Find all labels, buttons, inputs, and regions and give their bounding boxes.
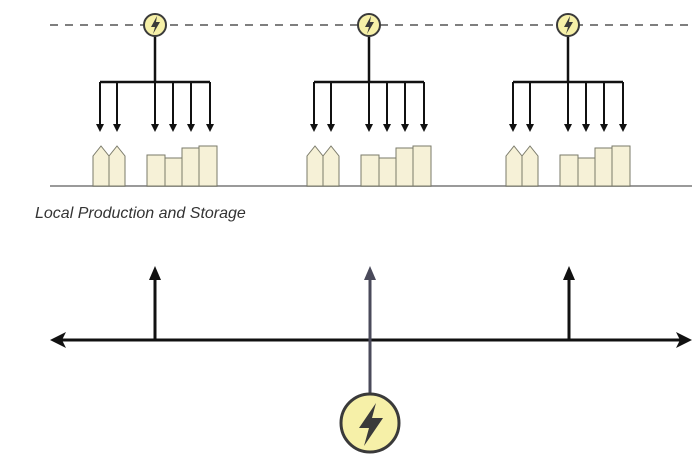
house-icon	[505, 145, 539, 187]
house-icon	[92, 145, 126, 187]
storage-block-icon	[146, 145, 218, 187]
lightning-bolt-icon	[357, 13, 381, 37]
branch-arrows	[96, 82, 214, 132]
storage-block-icon	[360, 145, 432, 187]
feeder-arrow-right	[563, 266, 575, 340]
branch-arrows	[310, 82, 428, 132]
house-icon	[306, 145, 340, 187]
local-node-1	[92, 13, 218, 187]
lightning-bolt-icon	[359, 403, 383, 446]
arrow-left-icon	[50, 332, 66, 348]
storage-block-icon	[559, 145, 631, 187]
lightning-bolt-icon	[556, 13, 580, 37]
feeder-arrow-center	[364, 266, 376, 395]
local-node-2	[306, 13, 432, 187]
arrow-right-icon	[676, 332, 692, 348]
feeder-arrow-left	[149, 266, 161, 340]
branch-arrows	[509, 82, 627, 132]
section-caption: Local Production and Storage	[35, 205, 246, 222]
central-power-source	[339, 392, 401, 454]
lightning-bolt-icon	[143, 13, 167, 37]
local-node-3	[505, 13, 631, 187]
